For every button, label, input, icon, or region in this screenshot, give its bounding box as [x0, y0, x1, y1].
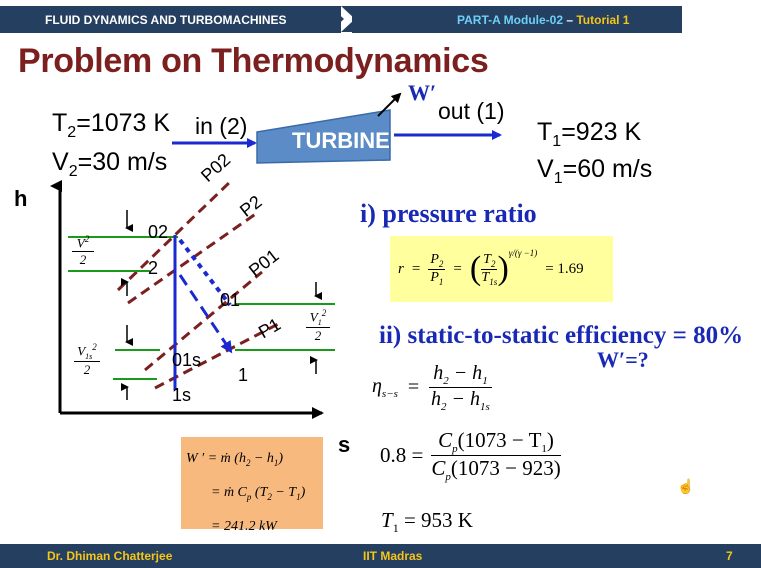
- footer-bar: Dr. Dhiman Chatterjee IIT Madras 7: [0, 544, 761, 568]
- point-1: 1: [238, 365, 249, 385]
- work-line-3: = 241.2 kW: [211, 518, 277, 534]
- outlet-velocity: V1=60 m/s: [537, 155, 653, 187]
- numeric-efficiency-equation: 0.8 = Cp(1073 − T1) Cp(1073 − 923): [380, 428, 561, 484]
- work-box: [181, 437, 323, 529]
- h-axis-label: h: [14, 186, 28, 211]
- p-ratio: P2 P1: [428, 252, 446, 287]
- pressure-ratio-equation: r = P2 P1 = ( T2 T1s ) γ/(γ −1) = 1.69: [398, 248, 584, 288]
- outlet-temperature-result: T1 = 953 K: [381, 508, 473, 536]
- header-bar: FLUID DYNAMICS AND TURBOMACHINES PART-A …: [0, 0, 761, 36]
- course-title: FLUID DYNAMICS AND TURBOMACHINES: [45, 13, 287, 27]
- work-question: W′=?: [597, 347, 649, 372]
- p01-line: [144, 270, 263, 372]
- turbine-schematic: [172, 92, 502, 164]
- p02-line: [116, 178, 234, 292]
- pressure-ratio-heading: i) pressure ratio: [360, 199, 537, 228]
- point-01: 01: [220, 290, 241, 310]
- inlet-temperature: T2=1073 K: [52, 109, 171, 141]
- footer-institute: IIT Madras: [363, 549, 423, 563]
- work-arrow: [377, 92, 402, 117]
- turbine-body: [256, 109, 391, 164]
- efficiency-equation: ηs−s = h2 − h1 h2 − h1s: [372, 362, 492, 413]
- tutorial-label: Tutorial 1: [576, 13, 630, 27]
- hand-cursor-icon: ☝: [677, 478, 695, 494]
- point-02: 02: [148, 222, 169, 242]
- static-process: [178, 274, 233, 354]
- turbine-label: TURBINE: [292, 128, 390, 153]
- header-chevron: [330, 6, 344, 32]
- page-title: Problem on Thermodynamics: [18, 42, 489, 80]
- outlet-temperature: T1=923 K: [537, 118, 642, 150]
- work-label: W′: [408, 80, 437, 105]
- header-right-band: [352, 6, 682, 33]
- work-line-2: = ṁ Cp (T2 − T1): [211, 484, 306, 502]
- header-chevron-notch: [341, 6, 355, 32]
- pressure-ratio-box: [390, 236, 613, 302]
- stagnation-process: [178, 238, 232, 307]
- module-label: PART-A Module-02 – Tutorial 1: [457, 13, 629, 27]
- work-line-1: W ′ = ṁ (h2 − h1): [186, 451, 284, 468]
- t-ratio: T2 T1s: [481, 252, 498, 287]
- exponent: γ/(γ −1): [508, 248, 538, 258]
- point-2: 2: [148, 258, 159, 278]
- s-axis-label: s: [338, 432, 351, 457]
- point-01s: 01s: [172, 350, 202, 370]
- footer-page-number: 7: [726, 549, 733, 563]
- module-separator: –: [563, 13, 577, 27]
- footer-author: Dr. Dhiman Chatterjee: [47, 549, 173, 563]
- inlet-velocity: V2=30 m/s: [52, 148, 168, 180]
- inlet-label: in (2): [195, 113, 248, 139]
- v1-fraction: V12 2: [306, 308, 330, 344]
- module-name: PART-A Module-02: [457, 13, 564, 27]
- r-symbol: r: [398, 260, 404, 277]
- header-left-band: [0, 6, 341, 33]
- efficiency-heading: ii) static-to-static efficiency = 80%: [379, 322, 744, 349]
- v2-fraction: V2 2: [72, 234, 94, 268]
- work-equations: W ′ = ṁ (h2 − h1) = ṁ Cp (T2 − T1) = 241…: [186, 444, 305, 542]
- v1s-fraction: V1s2 2: [74, 342, 100, 378]
- outlet-label: out (1): [438, 98, 505, 124]
- point-1s: 1s: [172, 385, 192, 405]
- pressure-ratio-value: = 1.69: [545, 260, 584, 277]
- p2-line: [127, 211, 258, 305]
